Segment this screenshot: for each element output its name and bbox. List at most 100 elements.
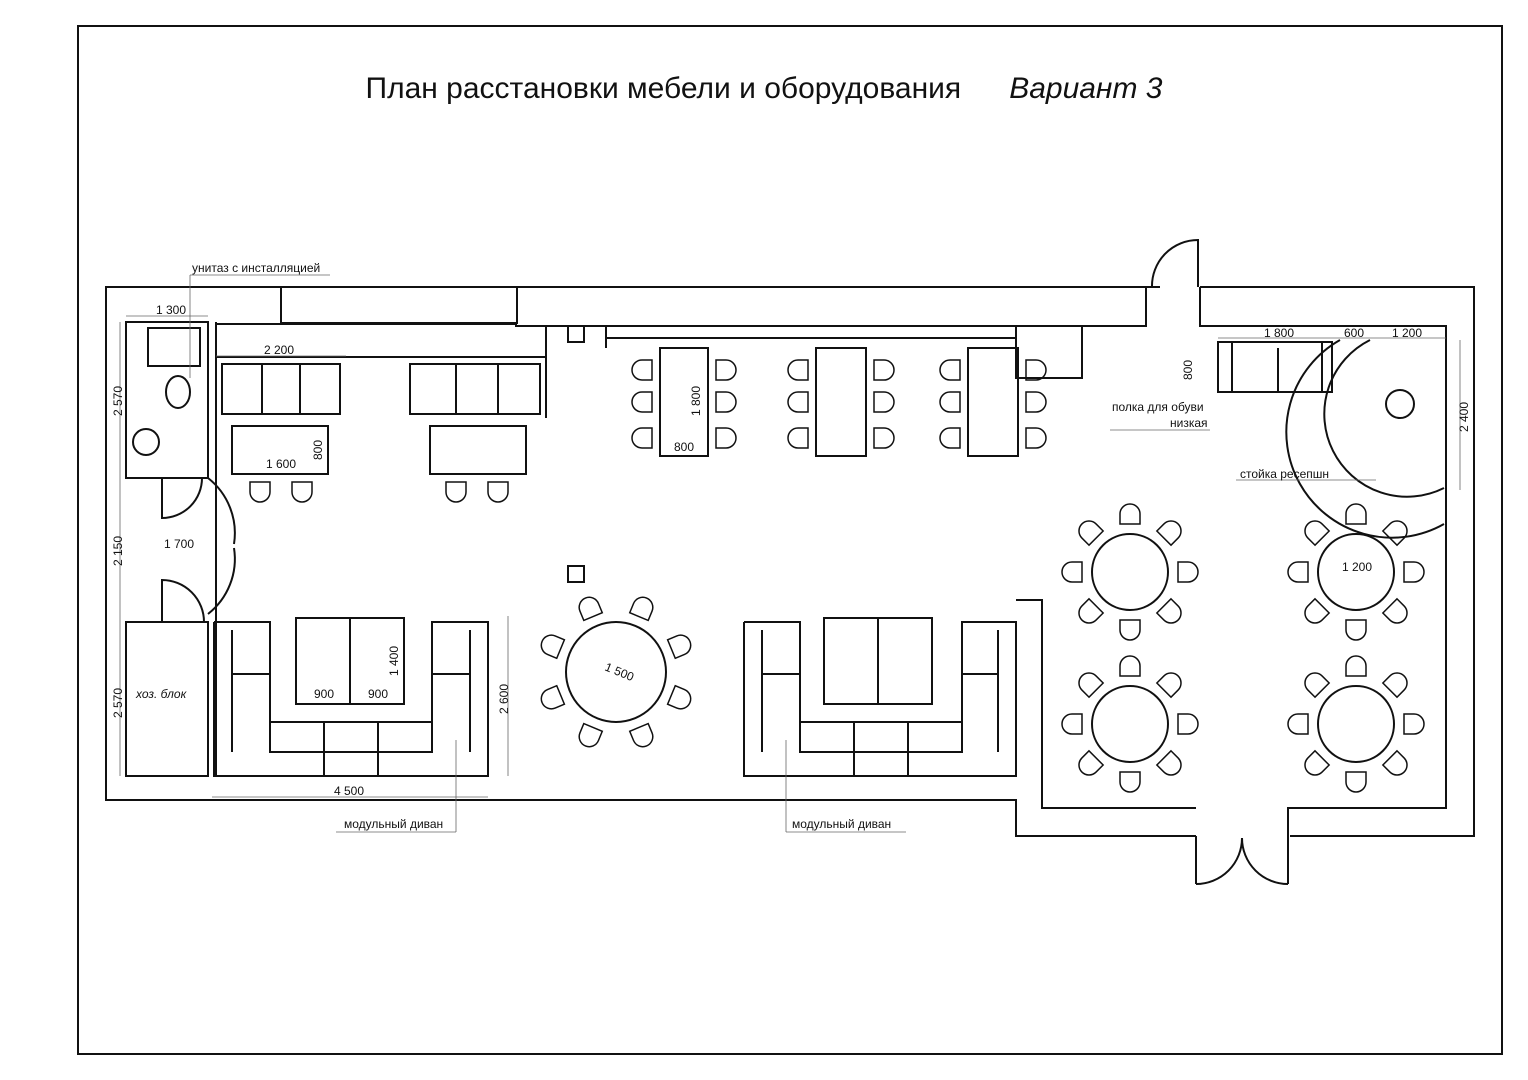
chair [1119,655,1141,677]
dim-800-shelf: 800 [1181,360,1195,380]
dim-4500: 4 500 [334,784,364,798]
label-shoe-shelf-1: полка для обуви [1112,400,1204,414]
dim-2400: 2 400 [1457,402,1471,432]
inner-wall-bottom [1016,599,1196,809]
long-table-1 [659,347,709,457]
chair [1061,713,1083,735]
dim-900-a: 900 [314,687,334,701]
chair [715,359,737,381]
label-shoe-shelf-2: низкая [1170,416,1208,430]
chair [715,427,737,449]
chair [873,427,895,449]
chair [1381,597,1408,624]
chair [787,391,809,413]
chair [1381,520,1408,547]
entrance-door-right [1195,836,1243,885]
dim-2200: 2 200 [264,343,294,357]
chair [939,359,961,381]
chair [1078,520,1105,547]
toilet-bowl [165,375,191,409]
label-sofa-left: модульный диван [344,817,443,831]
chair [1025,427,1047,449]
shoe-shelf [1217,341,1333,393]
chair [1025,359,1047,381]
chair [1287,713,1309,735]
dim-2570-bottom: 2 570 [111,688,125,718]
chair [1061,561,1083,583]
plan-title-text: План расстановки мебели и оборудования [365,72,962,105]
inner-wall [215,287,1147,327]
label-toilet: унитаз с инсталляцией [192,261,320,275]
dim-1700: 1 700 [164,537,194,551]
chair [1025,391,1047,413]
chair [1304,597,1331,624]
chair [1287,561,1309,583]
chair [487,481,509,503]
dim-2150: 2 150 [111,536,125,566]
modular-sofa-left [213,621,489,777]
chair [1304,749,1331,776]
sofa-top-1 [221,363,341,415]
chair [1177,561,1199,583]
chair [666,684,692,710]
chair [1177,713,1199,735]
chair [1345,503,1367,525]
chair [787,359,809,381]
reception-desk-inner [1323,339,1445,498]
long-table-2 [815,347,867,457]
chair [787,427,809,449]
chair [631,427,653,449]
round-table-large [565,621,667,723]
chair [540,684,566,710]
entrance-door-left [1241,836,1289,885]
dim-1600: 1 600 [266,457,296,471]
chair [540,634,566,660]
chair [939,391,961,413]
dim-1200-round: 1 200 [1342,560,1372,574]
dim-2570-top: 2 570 [111,386,125,416]
chair [1155,672,1182,699]
reception-desk [1285,339,1445,539]
hall-door-arc-bottom [207,547,236,615]
chair [631,391,653,413]
chair [939,427,961,449]
chair [1304,672,1331,699]
reception-stool [1385,389,1415,419]
chair [715,391,737,413]
variant-label: Вариант 3 [1009,72,1163,105]
label-reception: стойка ресепшн [1240,467,1329,481]
chair [873,359,895,381]
dim-1800-table: 1 800 [689,386,703,416]
modular-sofa-right [743,621,1017,777]
dim-1200-top: 1 200 [1392,326,1422,340]
column-top [567,325,585,343]
chair [1078,672,1105,699]
dim-1400: 1 400 [387,646,401,676]
chair [666,634,692,660]
round-table-r4 [1317,685,1395,763]
installation-block [280,286,518,324]
chair [578,722,604,748]
chair [1345,619,1367,641]
dimension-lines [119,274,1461,833]
outer-wall-right [1200,286,1475,837]
column-middle [567,565,585,583]
chair [1403,713,1425,735]
chairs-group [249,359,1425,793]
chair [1155,749,1182,776]
chair [1403,561,1425,583]
chair [291,481,313,503]
hall-door-arc-top [207,477,236,545]
chair [1345,771,1367,793]
chair [628,722,654,748]
table-top-2 [429,425,527,475]
chair [631,359,653,381]
niche [1015,325,1083,379]
chair [578,596,604,622]
dim-1300: 1 300 [156,303,186,317]
round-table-r1 [1091,533,1169,611]
storage-room [125,621,209,777]
chair [1155,597,1182,624]
chair [249,481,271,503]
